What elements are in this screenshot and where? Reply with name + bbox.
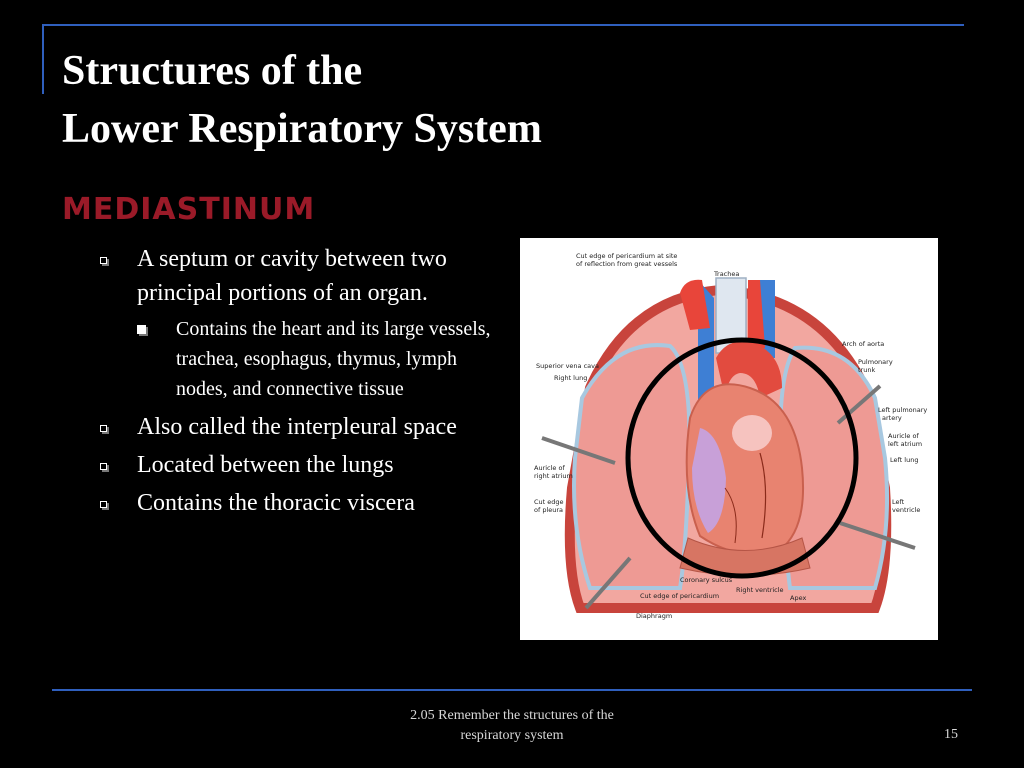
slide-title: Structures of the Lower Respiratory Syst… <box>62 42 542 158</box>
label-pulmonary-trunk-2: trunk <box>858 366 875 374</box>
left-accent-line <box>42 24 44 94</box>
sub-bullet-list: Contains the heart and its large vessels… <box>137 314 500 404</box>
footer-caption-line-2: respiratory system <box>460 728 564 743</box>
label-left-ventricle-2: ventricle <box>892 506 920 514</box>
hollow-square-bullet-icon <box>100 257 107 264</box>
label-arch-of-aorta: Arch of aorta <box>842 340 884 348</box>
label-cut-edge-great-vessels-2: of reflection from great vessels <box>576 260 678 268</box>
label-cut-edge-pleura-2: of pleura <box>534 506 563 514</box>
bullet-text: Contains the thoracic viscera <box>137 490 415 516</box>
label-right-ventricle: Right ventricle <box>736 586 784 594</box>
highlight-circle <box>625 337 859 579</box>
label-cut-edge-pericardium: Cut edge of pericardium <box>640 592 719 600</box>
bullet-item: Contains the thoracic viscera <box>100 486 500 520</box>
retractor-right <box>839 521 916 550</box>
bullet-text: Also called the interpleural space <box>137 414 457 440</box>
label-pulmonary-trunk-1: Pulmonary <box>858 358 893 366</box>
label-coronary-sulcus: Coronary sulcus <box>680 576 733 584</box>
label-auricle-left-atrium-2: left atrium <box>888 440 922 448</box>
bullet-item: Also called the interpleural space <box>100 410 500 444</box>
label-trachea: Trachea <box>713 270 739 278</box>
brachiocephalic-artery <box>680 279 710 330</box>
bullet-item: A septum or cavity between two principal… <box>100 242 500 404</box>
right-atrium <box>692 428 726 533</box>
bottom-accent-line <box>52 689 972 691</box>
label-left-ventricle-1: Left <box>892 498 905 506</box>
bullet-text: A septum or cavity between two principal… <box>137 246 447 306</box>
left-carotid-artery <box>748 280 765 350</box>
top-accent-line <box>42 24 964 26</box>
hollow-square-bullet-icon <box>100 501 107 508</box>
bullet-text: Located between the lungs <box>137 452 394 478</box>
pulmonary-trunk <box>732 415 772 451</box>
slide-title-line-1: Structures of the <box>62 48 363 94</box>
footer-caption: 2.05 Remember the structures of the resp… <box>362 706 662 746</box>
page-number: 15 <box>944 727 958 742</box>
label-cut-edge-pleura-1: Cut edge <box>534 498 564 506</box>
label-left-lung: Left lung <box>890 456 918 464</box>
footer-caption-line-1: 2.05 Remember the structures of the <box>410 708 614 723</box>
sub-bullet-text: Contains the heart and its large vessels… <box>176 318 491 400</box>
label-left-pulmonary-artery-2: artery <box>882 414 902 422</box>
hollow-square-bullet-icon <box>100 463 107 470</box>
anatomy-illustration: Cut edge of pericardium at site of refle… <box>534 252 927 620</box>
label-apex: Apex <box>790 594 806 602</box>
hollow-square-bullet-icon <box>100 425 107 432</box>
label-auricle-right-atrium-1: Auricle of <box>534 464 565 472</box>
filled-square-bullet-icon <box>137 325 146 334</box>
bullet-item: Located between the lungs <box>100 448 500 482</box>
retractor-left <box>541 436 616 465</box>
retractor-top-right <box>836 384 882 425</box>
label-cut-edge-great-vessels-1: Cut edge of pericardium at site <box>576 252 677 260</box>
mediastinum-anatomy-figure: Cut edge of pericardium at site of refle… <box>520 238 938 640</box>
label-superior-vena-cava: Superior vena cava <box>536 362 599 370</box>
retractor-bottom-left <box>584 556 632 610</box>
coronary-artery <box>759 452 767 539</box>
section-subtitle: MEDIASTINUM <box>62 192 316 227</box>
label-right-lung: Right lung <box>554 374 587 382</box>
label-left-pulmonary-artery-1: Left pulmonary <box>878 406 927 414</box>
label-auricle-right-atrium-2: right atrium <box>534 472 573 480</box>
arch-of-aorta <box>716 341 782 398</box>
label-diaphragm: Diaphragm <box>636 612 672 620</box>
label-auricle-left-atrium-1: Auricle of <box>888 432 919 440</box>
bullet-list: A septum or cavity between two principal… <box>100 242 500 524</box>
coronary-vein <box>724 487 737 544</box>
sub-bullet-item: Contains the heart and its large vessels… <box>137 314 500 404</box>
slide-title-line-2: Lower Respiratory System <box>62 106 542 152</box>
